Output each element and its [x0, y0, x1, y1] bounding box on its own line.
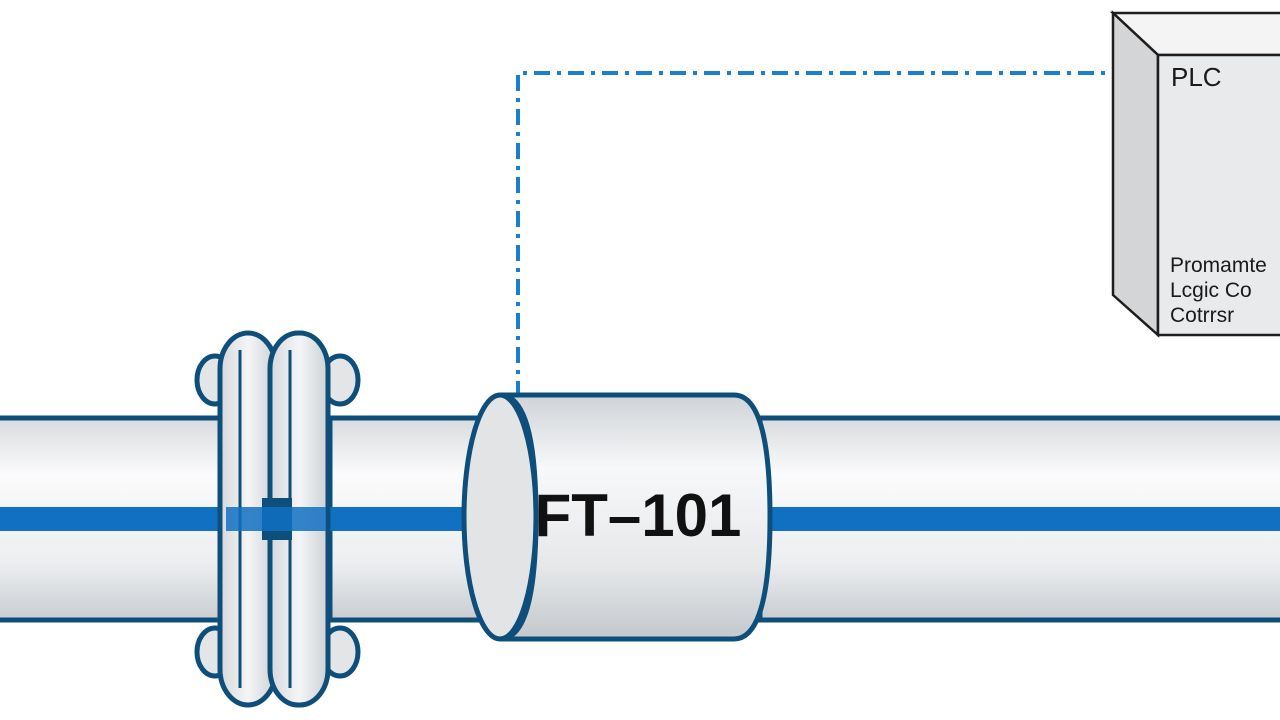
flowmeter-left-face: [461, 392, 539, 642]
flowmeter: FT–101: [461, 392, 773, 642]
plc-box-side: [1111, 10, 1160, 338]
plc-description-line-3: Cotrrsr: [1170, 304, 1234, 327]
plc-box: PLC Promamte Lcgic Co Cotrrsr: [1109, 10, 1280, 338]
plc-title: PLC: [1171, 62, 1222, 92]
flange-stripe: [226, 507, 326, 531]
flowmeter-tag: FT–101: [535, 482, 742, 549]
plc-box-front: [1156, 53, 1280, 337]
pipe-stripe-right: [760, 507, 1280, 531]
plc-description-line-1: Promamte: [1170, 254, 1267, 277]
pipe-flange: [194, 330, 361, 708]
plc-description-line-2: Lcgic Co: [1170, 279, 1252, 302]
signal-line: [516, 65, 1136, 398]
flowmeter-body: [499, 392, 773, 642]
pipe-stripe-left: [0, 507, 230, 531]
